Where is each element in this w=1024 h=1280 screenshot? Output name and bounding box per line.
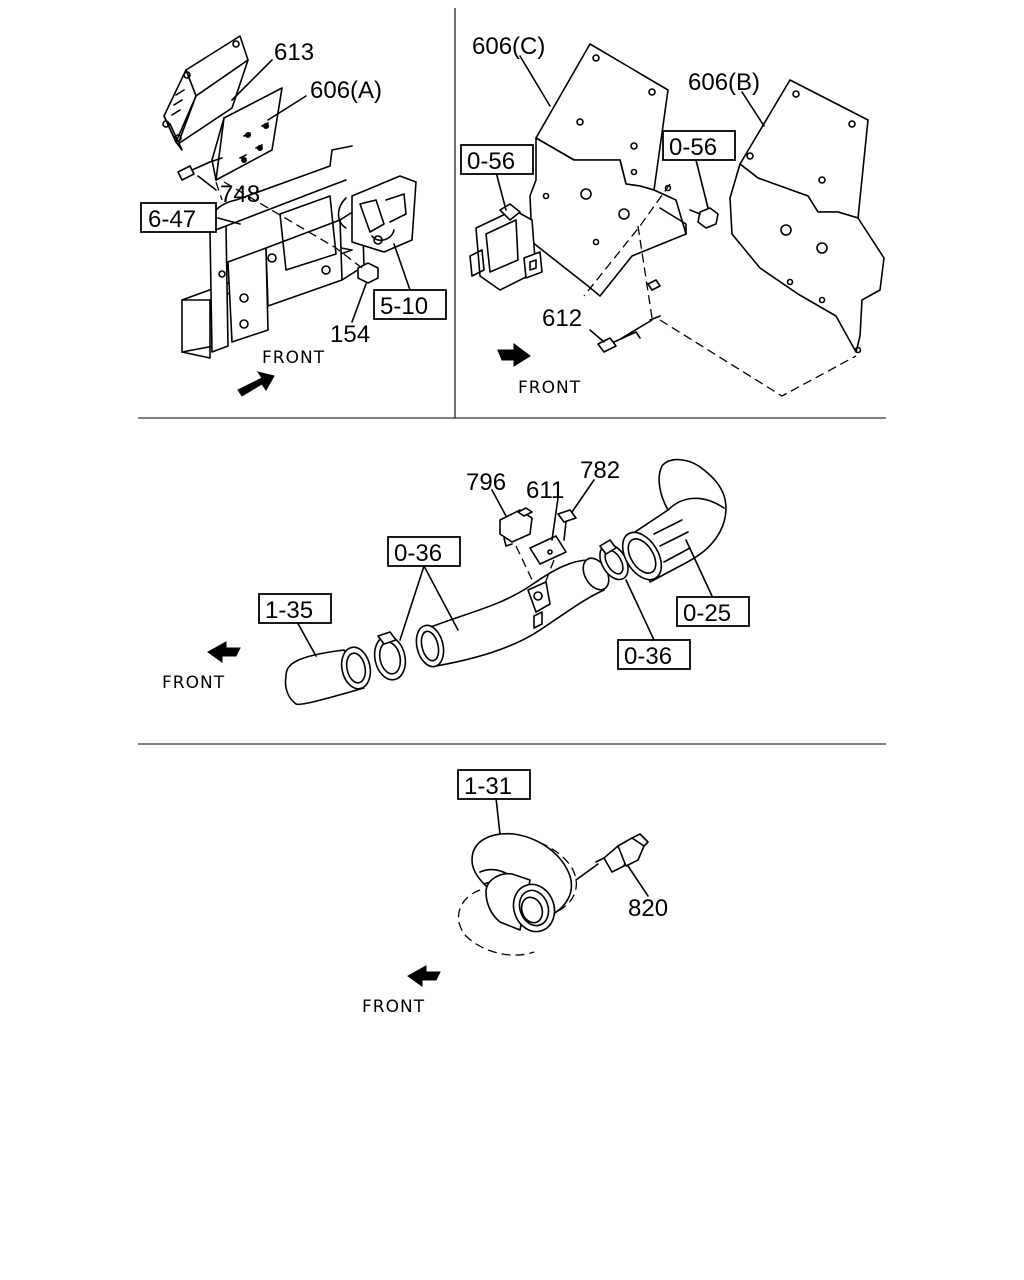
front-label: FRONT — [262, 348, 325, 368]
front-arrow-icon — [407, 965, 441, 987]
ecu-module-drawing — [162, 35, 249, 151]
boxed-callout-5-10: 5-10 — [380, 293, 428, 320]
bolts-748-drawing — [177, 157, 223, 181]
callout-606b: 606(B) — [688, 69, 760, 96]
callout-613: 613 — [274, 39, 314, 66]
boxed-callout-0-56: 0-56 — [467, 148, 515, 175]
callout-782: 782 — [580, 457, 620, 484]
callout-154: 154 — [330, 321, 370, 348]
hose-1-35-drawing — [284, 646, 372, 706]
bracket-606b-drawing — [729, 79, 885, 354]
boxed-callout-0-36: 0-36 — [624, 643, 672, 670]
connector-drawing — [469, 203, 543, 291]
callout-748: 748 — [220, 181, 260, 208]
section-intake-duct — [207, 458, 727, 706]
section-brackets — [469, 43, 885, 397]
bracket-606c-drawing — [529, 43, 687, 297]
callout-796: 796 — [466, 469, 506, 496]
front-label: FRONT — [162, 673, 225, 693]
boxed-callout-0-56: 0-56 — [669, 134, 717, 161]
boxed-callout-frame — [258, 593, 332, 624]
front-label: FRONT — [518, 378, 581, 398]
boxed-callout-frame — [676, 596, 750, 627]
bolt-782-drawing — [557, 509, 577, 523]
front-arrow-icon — [207, 641, 241, 663]
boxed-callout-0-36: 0-36 — [394, 540, 442, 567]
boxed-callout-frame — [662, 130, 736, 161]
boxed-callout-frame — [387, 536, 461, 567]
bracket-611-drawing — [529, 535, 567, 565]
boxed-callout-frame — [617, 639, 691, 670]
hose-1-31-drawing — [457, 832, 577, 956]
clamp-left-drawing — [373, 631, 407, 681]
boxed-callout-0-25: 0-25 — [683, 600, 731, 627]
sensor-820-drawing — [595, 833, 649, 873]
main-duct-drawing — [415, 557, 610, 668]
sensor-796-drawing — [499, 509, 533, 543]
nut-154-drawing — [357, 262, 379, 284]
section-hose-sensor — [407, 797, 649, 987]
bolt-612-drawing — [597, 337, 617, 353]
boxed-callout-1-31: 1-31 — [464, 773, 512, 800]
callout-606c: 606(C) — [472, 33, 545, 60]
boxed-callout-frame — [457, 769, 531, 800]
section-ecu-bracket — [162, 35, 417, 397]
frame-crossmember-drawing — [181, 145, 417, 359]
front-label: FRONT — [362, 997, 425, 1017]
boxed-callout-frame — [373, 289, 447, 320]
boxed-callout-1-35: 1-35 — [265, 597, 313, 624]
callout-606a: 606(A) — [310, 77, 382, 104]
callout-611: 611 — [526, 477, 564, 504]
clamp-right-drawing — [599, 539, 629, 581]
boxed-callout-frame — [140, 202, 217, 233]
boxed-callout-6-47: 6-47 — [148, 206, 196, 233]
front-arrow-icon — [497, 343, 531, 367]
boxed-callout-frame — [460, 144, 534, 175]
hose-0-25-drawing — [621, 458, 727, 583]
callout-820: 820 — [628, 895, 668, 922]
callout-612: 612 — [542, 305, 582, 332]
front-arrow-icon — [237, 371, 275, 397]
